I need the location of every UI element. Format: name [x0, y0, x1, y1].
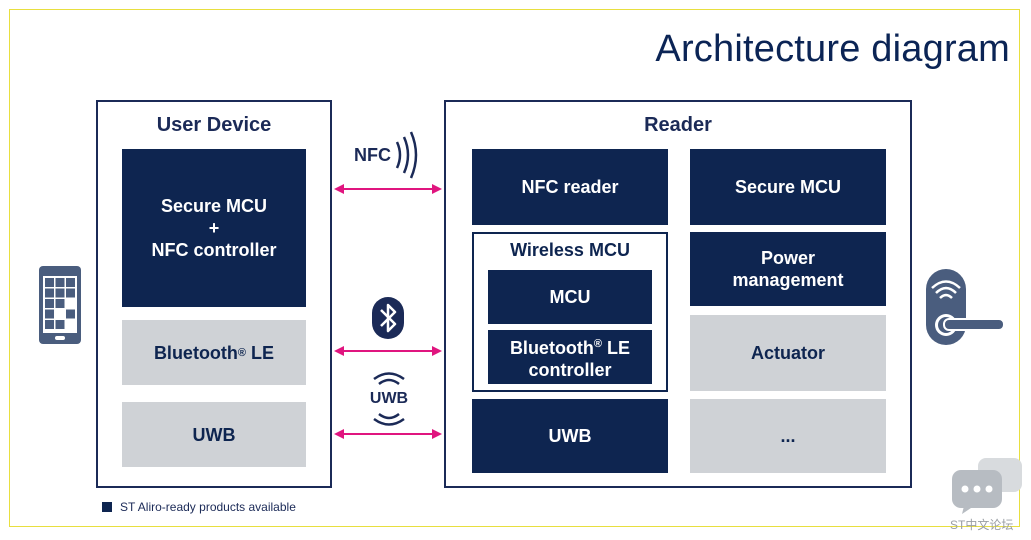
uwb-icon: UWB	[362, 370, 416, 430]
nfc-label: NFC	[354, 145, 391, 165]
uwb-arrow	[334, 429, 442, 439]
reader-bluetooth-suffix: LE	[602, 338, 631, 358]
user-bluetooth-mark: ®	[237, 346, 247, 359]
wireless-mcu-label: Wireless MCU	[510, 240, 630, 260]
actuator-block: Actuator	[690, 315, 886, 391]
plus-line: +	[208, 218, 220, 238]
reader-uwb-block: UWB	[472, 399, 668, 473]
page-title: Architecture diagram	[655, 28, 1010, 70]
uwb-label: UWB	[369, 390, 409, 407]
smartphone-icon	[38, 265, 82, 350]
secure-mcu-nfc-block: Secure MCU + NFC controller	[122, 149, 306, 307]
reader-bluetooth-mark: ®	[593, 338, 603, 350]
door-lock-icon	[924, 267, 1006, 352]
more-block: ...	[690, 399, 886, 473]
legend: ST Aliro-ready products available	[102, 500, 296, 514]
reader-secure-mcu-block: Secure MCU	[690, 149, 886, 225]
user-uwb-block: UWB	[122, 402, 306, 467]
mcu-block: MCU	[488, 270, 652, 324]
secure-mcu-line: Secure MCU	[160, 196, 268, 216]
bluetooth-arrow	[334, 346, 442, 356]
reader-bluetooth-text: Bluetooth	[509, 338, 594, 358]
controller-line: controller	[528, 360, 612, 380]
wireless-mcu-container: Wireless MCU MCU Bluetooth® LE controlle…	[472, 232, 668, 392]
watermark-text: ST中文论坛	[950, 518, 1014, 532]
management-line: management	[732, 270, 844, 290]
user-device-label: User Device	[156, 114, 272, 136]
user-bluetooth-text: Bluetooth	[153, 342, 238, 363]
user-device-container: User Device Secure MCU + NFC controller …	[96, 100, 332, 488]
user-bluetooth-suffix: LE	[246, 342, 275, 363]
nfc-icon: NFC	[353, 128, 425, 182]
bluetooth-controller-block: Bluetooth® LE controller	[488, 330, 652, 384]
nfc-arrow	[334, 184, 442, 194]
chat-icon	[950, 456, 1024, 519]
legend-text: ST Aliro-ready products available	[120, 500, 296, 514]
nfc-controller-line: NFC controller	[151, 240, 277, 260]
legend-swatch	[102, 502, 112, 512]
reader-label: Reader	[644, 114, 712, 136]
power-management-block: Power management	[690, 232, 886, 306]
reader-container: Reader NFC reader Wireless MCU MCU Bluet…	[444, 100, 912, 488]
power-line: Power	[760, 248, 816, 268]
nfc-reader-block: NFC reader	[472, 149, 668, 225]
bluetooth-icon	[371, 296, 405, 345]
user-bluetooth-block: Bluetooth® LE	[122, 320, 306, 385]
slide-frame	[9, 9, 1020, 527]
